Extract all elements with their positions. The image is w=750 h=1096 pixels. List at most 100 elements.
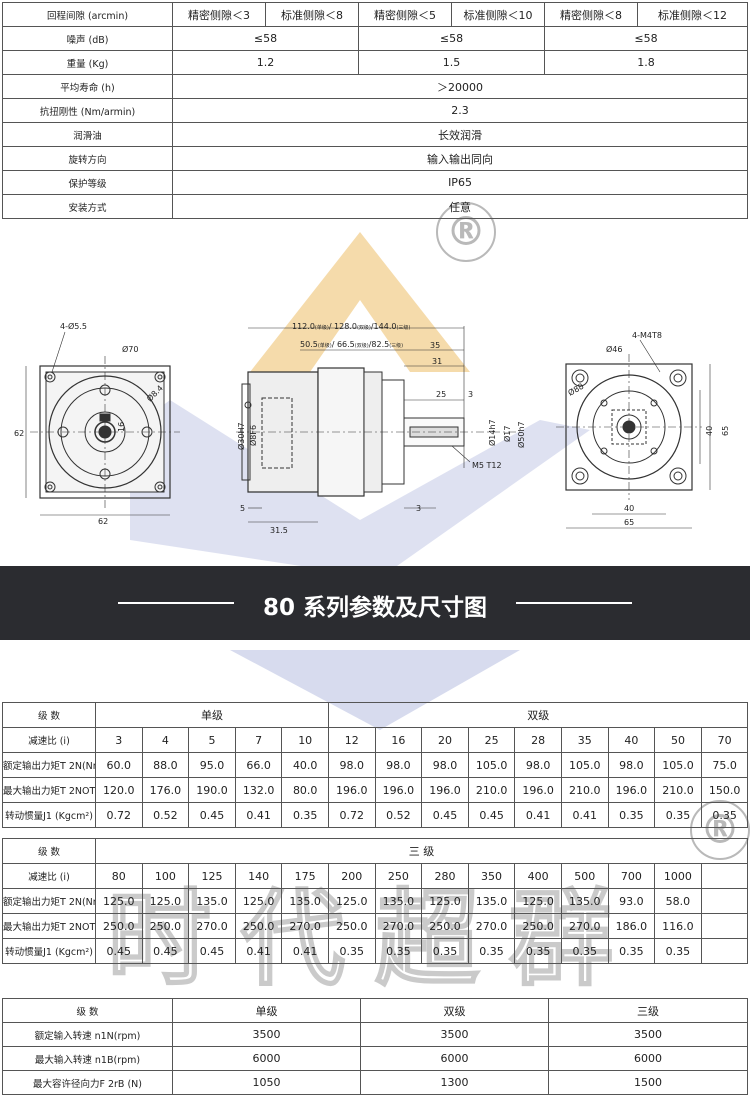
- cell: 196.0: [514, 777, 562, 803]
- header-label: 级 数: [2, 702, 96, 728]
- cell: 6000: [172, 1046, 361, 1071]
- dim-d17: Ø17: [502, 426, 512, 442]
- cell: 60.0: [95, 752, 143, 778]
- total-length-end: /144.0: [371, 322, 397, 331]
- cell: 0.35: [421, 938, 469, 964]
- dim-5: 5: [240, 504, 245, 513]
- table-row: 噪声 (dB) ≤58 ≤58 ≤58: [2, 26, 748, 51]
- cell: 125.0: [95, 888, 143, 914]
- table-row: 级 数 单级 双级: [2, 702, 749, 728]
- cell: 135.0: [467, 888, 516, 914]
- cell: 3: [95, 727, 143, 753]
- cell: 125.0: [234, 888, 283, 914]
- side-view: [236, 326, 520, 523]
- cell: 3500: [172, 1022, 361, 1047]
- cell: 93.0: [607, 888, 656, 914]
- total-length-sub3: (三级): [396, 324, 410, 331]
- cell: 0.72: [95, 802, 143, 828]
- cell: 0.45: [188, 938, 236, 964]
- cell: 0.35: [467, 938, 516, 964]
- body-length-mid: / 66.5: [332, 340, 355, 349]
- cell: 0.35: [327, 938, 376, 964]
- cell: 0.35: [514, 938, 562, 964]
- cell: 196.0: [607, 777, 656, 803]
- cell: 270.0: [188, 913, 236, 939]
- total-length-sub2: (双级): [357, 324, 371, 331]
- cell: 66.0: [234, 752, 283, 778]
- table-row: 回程间隙 (arcmin) 精密侧隙＜3 标准侧隙＜8 精密侧隙＜5 标准侧隙＜…: [2, 2, 748, 27]
- svg-text:112.0(单级)/ 128.0(双级)/144.0(三级): 112.0(单级)/ 128.0(双级)/144.0(三级): [292, 322, 410, 331]
- cell: 0.41: [281, 938, 329, 964]
- cell: 80: [95, 863, 143, 889]
- cell: 210.0: [654, 777, 702, 803]
- cell: 250: [374, 863, 423, 889]
- cell: 1000: [654, 863, 702, 889]
- banner-line-right: [516, 602, 632, 604]
- row-label: 平均寿命 (h): [2, 74, 173, 99]
- body-length-sub3: (三级): [389, 342, 403, 349]
- cell: 标准侧隙＜8: [265, 2, 359, 27]
- cell: 输入输出同向: [172, 146, 748, 171]
- cell: 98.0: [514, 752, 562, 778]
- row-label: 减速比 (i): [2, 863, 96, 889]
- cell: 75.0: [700, 752, 749, 778]
- cell: 190.0: [188, 777, 236, 803]
- cell: 10: [281, 727, 329, 753]
- row-label: 减速比 (i): [2, 727, 96, 753]
- cell: ≤58: [172, 26, 359, 51]
- cell: 40.0: [281, 752, 329, 778]
- rear-hole-label: 4-M4T8: [632, 331, 662, 340]
- header-label: 级 数: [2, 998, 173, 1023]
- cell: 0.41: [560, 802, 609, 828]
- cell: 3500: [360, 1022, 549, 1047]
- cell: 270.0: [467, 913, 516, 939]
- dim-d30h7: Ø30H7: [236, 422, 246, 450]
- cell: 210.0: [467, 777, 516, 803]
- front-view: [25, 331, 180, 516]
- dim-d14h7: Ø14h7: [487, 419, 497, 446]
- cell: 196.0: [328, 777, 376, 803]
- cell: 270.0: [374, 913, 423, 939]
- cell: 250.0: [141, 913, 190, 939]
- cell: 105.0: [560, 752, 609, 778]
- cell: 175: [281, 863, 329, 889]
- cell: 95.0: [188, 752, 236, 778]
- cell: 1050: [172, 1070, 361, 1095]
- cell: 2.3: [172, 98, 748, 123]
- cell: 176.0: [141, 777, 190, 803]
- cell: ≤58: [544, 26, 748, 51]
- cell: 280: [421, 863, 469, 889]
- cell: 125: [188, 863, 236, 889]
- empty-cell: [700, 863, 748, 889]
- table-row: 级 数 单级 双级 三级: [2, 998, 748, 1023]
- row-label: 噪声 (dB): [2, 26, 173, 51]
- cell: 6000: [360, 1046, 549, 1071]
- front-pcd-label: Ø70: [122, 344, 138, 354]
- cell: 0.35: [700, 802, 749, 828]
- header-triple: 三级: [548, 998, 748, 1023]
- total-length-sub1: (单级): [315, 324, 329, 331]
- cell: 精密侧隙＜5: [358, 2, 452, 27]
- cell: 135.0: [281, 888, 329, 914]
- cell: 40: [607, 727, 656, 753]
- rear-width-65: 65: [624, 518, 634, 527]
- table-row: 抗扭刚性 (Nm/armin) 2.3: [2, 98, 748, 123]
- rear-d88-label: Ø88: [566, 381, 585, 398]
- empty-cell: [700, 913, 748, 939]
- row-label: 额定输出力矩T 2N(Nm): [2, 888, 96, 914]
- cell: 任意: [172, 194, 748, 219]
- table-row: 旋转方向 输入输出同向: [2, 146, 748, 171]
- row-label: 保护等级: [2, 170, 173, 195]
- dim-d8f6: Ø8F6: [248, 425, 258, 446]
- rear-height-65: 65: [721, 426, 730, 436]
- cell: 50: [654, 727, 702, 753]
- cell: 1500: [548, 1070, 748, 1095]
- cell: 0.41: [234, 802, 283, 828]
- dim-31-5: 31.5: [270, 526, 288, 535]
- row-label: 转动惯量J1 (Kgcm²): [2, 802, 96, 828]
- spec-table: 回程间隙 (arcmin) 精密侧隙＜3 标准侧隙＜8 精密侧隙＜5 标准侧隙＜…: [2, 2, 748, 219]
- header-double: 双级: [360, 998, 549, 1023]
- cell: 0.72: [328, 802, 376, 828]
